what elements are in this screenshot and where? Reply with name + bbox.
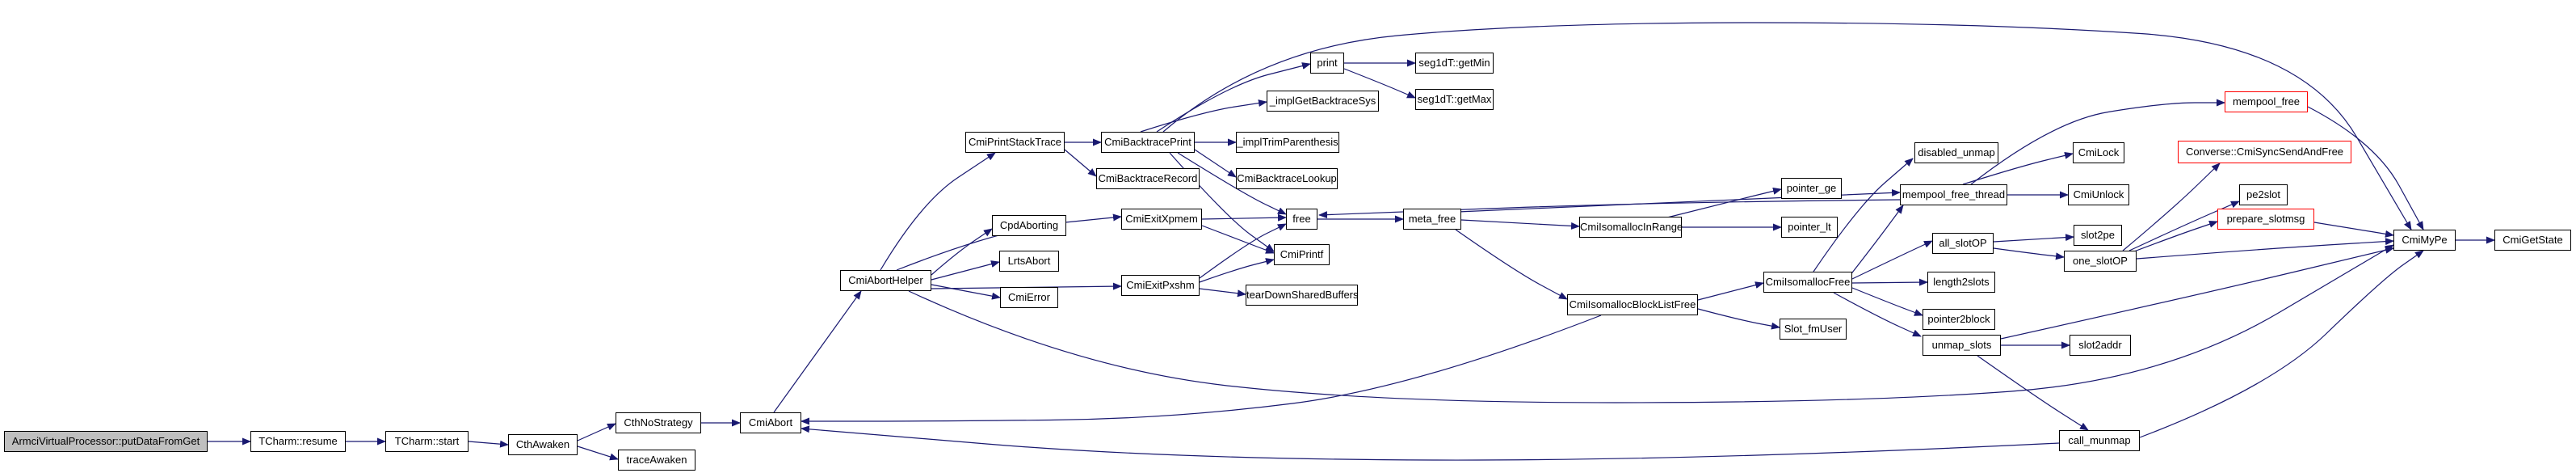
node-disabled_unmap[interactable]: disabled_unmap (1914, 142, 1998, 163)
node-CmiIsomallocBlockListFree[interactable]: CmiIsomallocBlockListFree (1567, 294, 1698, 315)
node-mempool_free_thread[interactable]: mempool_free_thread (1900, 184, 2007, 205)
node-CmiBacktraceRecord[interactable]: CmiBacktraceRecord (1096, 168, 1200, 189)
edge-prepare_slotmsg-to-CmiMyPe (2313, 222, 2394, 238)
edge-unmap_slots-to-call_munmap (1977, 355, 2089, 431)
node-CmiAbort[interactable]: CmiAbort (740, 412, 801, 433)
node-CmiBacktracePrint[interactable]: CmiBacktracePrint (1101, 132, 1195, 153)
node-seg1dT_getMax[interactable]: seg1dT::getMax (1415, 89, 1494, 110)
node-CmiAbortHelper[interactable]: CmiAbortHelper (840, 270, 931, 291)
edge-CmiIsomallocInRange-to-pointer_ge (1663, 187, 1782, 219)
edge-CmiExitPxshm-to-tearDownSharedBuffers (1199, 288, 1246, 298)
edge-meta_free-to-CmiIsomallocInRange (1460, 219, 1580, 230)
edge-CmiAbort-to-CmiAbortHelper (773, 290, 862, 413)
edge-mempool_free_thread-to-mempool_free (1970, 99, 2225, 185)
edge-mempool_free-to-CmiMyPe (2307, 106, 2424, 230)
node-one_slotOP[interactable]: one_slotOP (2064, 251, 2137, 272)
edge-all_slotOP-to-slot2pe (1993, 234, 2074, 243)
edge-CthAwaken-to-traceAwaken (577, 446, 619, 461)
node-seg1dT_getMin[interactable]: seg1dT::getMin (1415, 53, 1494, 74)
edge-CmiExitXpmem-to-CmiPrintf (1201, 225, 1275, 254)
node-all_slotOP[interactable]: all_slotOP (1932, 233, 1994, 254)
node-unmap_slots[interactable]: unmap_slots (1923, 335, 2001, 356)
edge-CmiBacktracePrint-to-implGetBacktraceSys (1140, 99, 1267, 133)
node-print[interactable]: print (1310, 53, 1344, 74)
node-implTrimParenthesis[interactable]: _implTrimParenthesis (1236, 132, 1339, 153)
node-CmiIsomallocInRange[interactable]: CmiIsomallocInRange (1579, 217, 1683, 238)
node-tearDownSharedBuffers[interactable]: tearDownSharedBuffers (1246, 285, 1359, 306)
node-CmiIsomallocFree[interactable]: CmiIsomallocFree (1763, 272, 1852, 293)
node-putDataFromGet: ArmciVirtualProcessor::putDataFromGet (4, 431, 208, 452)
edge-print-to-seg1dT_getMax (1343, 68, 1416, 99)
edge-CmiAbortHelper-to-CpdAborting (931, 228, 993, 276)
node-CpdAborting[interactable]: CpdAborting (992, 215, 1066, 236)
node-TCharm_resume[interactable]: TCharm::resume (250, 431, 346, 452)
node-pointer2block[interactable]: pointer2block (1923, 309, 1995, 330)
edge-call_munmap-to-CmiAbort (801, 425, 2060, 461)
edge-one_slotOP-to-CmiMyPe (2136, 238, 2394, 260)
node-CmiPrintf[interactable]: CmiPrintf (1274, 244, 1330, 265)
edge-CmiBacktracePrint-to-print (1156, 62, 1311, 133)
node-call_munmap[interactable]: call_munmap (2059, 430, 2140, 451)
edge-CmiAbortHelper-to-CmiError (931, 284, 1001, 300)
node-implGetBacktraceSys[interactable]: _implGetBacktraceSys (1267, 91, 1379, 112)
node-prepare_slotmsg[interactable]: prepare_slotmsg (2217, 209, 2314, 230)
node-free[interactable]: free (1286, 209, 1317, 230)
edge-CmiAbortHelper-to-CmiMyPe (908, 244, 2394, 403)
node-CmiExitPxshm[interactable]: CmiExitPxshm (1121, 275, 1200, 296)
edge-mempool_free_thread-to-free (1318, 199, 1901, 219)
edge-CmiIsomallocFree-to-length2slots (1851, 278, 1928, 286)
node-CmiUnlock[interactable]: CmiUnlock (2068, 184, 2129, 205)
node-CmiBacktraceLookup[interactable]: CmiBacktraceLookup (1236, 168, 1338, 189)
node-CmiError[interactable]: CmiError (1000, 287, 1058, 308)
node-CthNoStrategy[interactable]: CthNoStrategy (616, 412, 701, 433)
edge-one_slotOP-to-pe2slot (2128, 201, 2240, 251)
edge-CmiIsomallocFree-to-pointer2block (1851, 287, 1923, 316)
edge-all_slotOP-to-one_slotOP (1993, 247, 2065, 260)
edge-CmiBacktracePrint-to-CmiBacktraceLookup (1194, 149, 1237, 178)
edge-CmiIsomallocFree-to-disabled_unmap (1813, 158, 1914, 272)
edge-CmiPrintStackTrace-to-CmiBacktraceRecord (1064, 149, 1097, 177)
node-slot2pe[interactable]: slot2pe (2074, 225, 2122, 246)
edge-CmiIsomallocBlockListFree-to-CmiAbort (801, 315, 1602, 425)
edge-one_slotOP-to-prepare_slotmsg (2133, 220, 2218, 252)
edge-CmiIsomallocBlockListFree-to-Slot_fmUser (1697, 308, 1780, 330)
node-meta_free[interactable]: meta_free (1403, 209, 1461, 230)
node-slot2addr[interactable]: slot2addr (2070, 335, 2131, 356)
node-pointer_lt[interactable]: pointer_lt (1781, 217, 1838, 238)
edge-TCharm_start-to-CthAwaken (468, 440, 509, 448)
edge-one_slotOP-to-Converse_CmiSyncSendAndFree (2122, 163, 2221, 251)
node-CthAwaken[interactable]: CthAwaken (508, 434, 578, 455)
node-traceAwaken[interactable]: traceAwaken (618, 450, 695, 471)
edge-CmiAbortHelper-to-CmiPrintStackTrace (880, 152, 996, 271)
edge-CmiAbortHelper-to-LrtsAbort (931, 260, 1000, 281)
node-Slot_fmUser[interactable]: Slot_fmUser (1780, 319, 1847, 340)
edge-CmiIsomallocFree-to-mempool_free_thread (1849, 205, 1904, 277)
node-length2slots[interactable]: length2slots (1927, 272, 1995, 293)
node-CmiPrintStackTrace[interactable]: CmiPrintStackTrace (965, 132, 1065, 153)
edge-CmiExitPxshm-to-CmiPrintf (1199, 258, 1275, 283)
edge-CthAwaken-to-CthNoStrategy (577, 423, 616, 441)
edge-CmiExitPxshm-to-free (1199, 223, 1287, 279)
edge-call_munmap-to-CmiMyPe (2139, 250, 2424, 438)
edge-unmap_slots-to-CmiMyPe (2000, 246, 2394, 340)
node-Converse_CmiSyncSendAndFree[interactable]: Converse::CmiSyncSendAndFree (2178, 141, 2351, 163)
node-pointer_ge[interactable]: pointer_ge (1781, 178, 1842, 199)
node-LrtsAbort[interactable]: LrtsAbort (999, 251, 1059, 272)
edge-group (208, 22, 2495, 461)
edge-CmiBacktracePrint-to-CmiMyPe (1162, 22, 2412, 230)
node-CmiExitXpmem[interactable]: CmiExitXpmem (1121, 209, 1202, 230)
node-mempool_free[interactable]: mempool_free (2225, 91, 2308, 112)
edge-CmiExitXpmem-to-free (1201, 213, 1287, 222)
node-CmiMyPe[interactable]: CmiMyPe (2393, 230, 2456, 251)
node-TCharm_start[interactable]: TCharm::start (385, 431, 469, 452)
node-CmiGetState[interactable]: CmiGetState (2494, 230, 2571, 251)
edge-CmiIsomallocFree-to-unmap_slots (1833, 292, 1922, 337)
edge-CmiIsomallocFree-to-all_slotOP (1851, 240, 1933, 280)
edge-CmiIsomallocBlockListFree-to-CmiIsomallocFree (1697, 281, 1764, 301)
node-CmiLock[interactable]: CmiLock (2073, 142, 2124, 163)
edge-meta_free-to-CmiIsomallocBlockListFree (1455, 229, 1568, 300)
node-pe2slot[interactable]: pe2slot (2239, 184, 2288, 205)
